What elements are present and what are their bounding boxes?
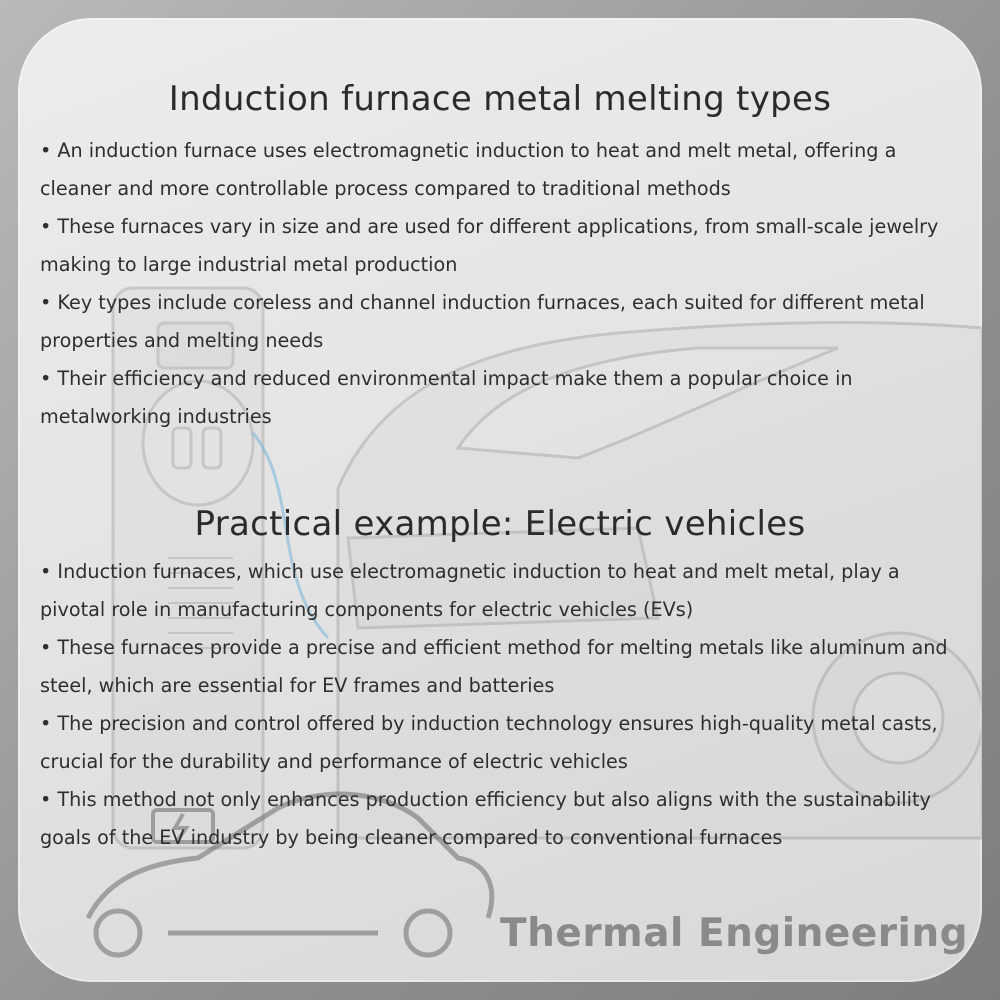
- section1-bullet-3: • Key types include coreless and channel…: [40, 291, 925, 352]
- section2-bullet-3: • The precision and control offered by i…: [40, 712, 938, 773]
- section2-bullet-1: • Induction furnaces, which use electrom…: [40, 560, 900, 621]
- car-battery-logo-icon: [151, 808, 215, 844]
- content-card: Induction furnace metal melting types • …: [18, 18, 982, 982]
- section2-bullet-list: • Induction furnaces, which use electrom…: [40, 553, 960, 857]
- section2-bullet-2: • These furnaces provide a precise and e…: [40, 636, 948, 697]
- brand-watermark: Thermal Engineering: [500, 911, 969, 956]
- section1-bullet-1: • An induction furnace uses electromagne…: [40, 139, 897, 200]
- slide-content: Induction furnace metal melting types • …: [18, 18, 982, 982]
- section1-bullet-4: • Their efficiency and reduced environme…: [40, 367, 853, 428]
- section1-bullet-list: • An induction furnace uses electromagne…: [40, 132, 960, 436]
- ev-charging-background-image: [85, 286, 982, 958]
- section1-bullet-2: • These furnaces vary in size and are us…: [40, 215, 939, 276]
- section1-title: Induction furnace metal melting types: [168, 78, 832, 119]
- section2-bullet-4: • This method not only enhances producti…: [40, 788, 931, 849]
- section2-title: Practical example: Electric vehicles: [194, 504, 806, 545]
